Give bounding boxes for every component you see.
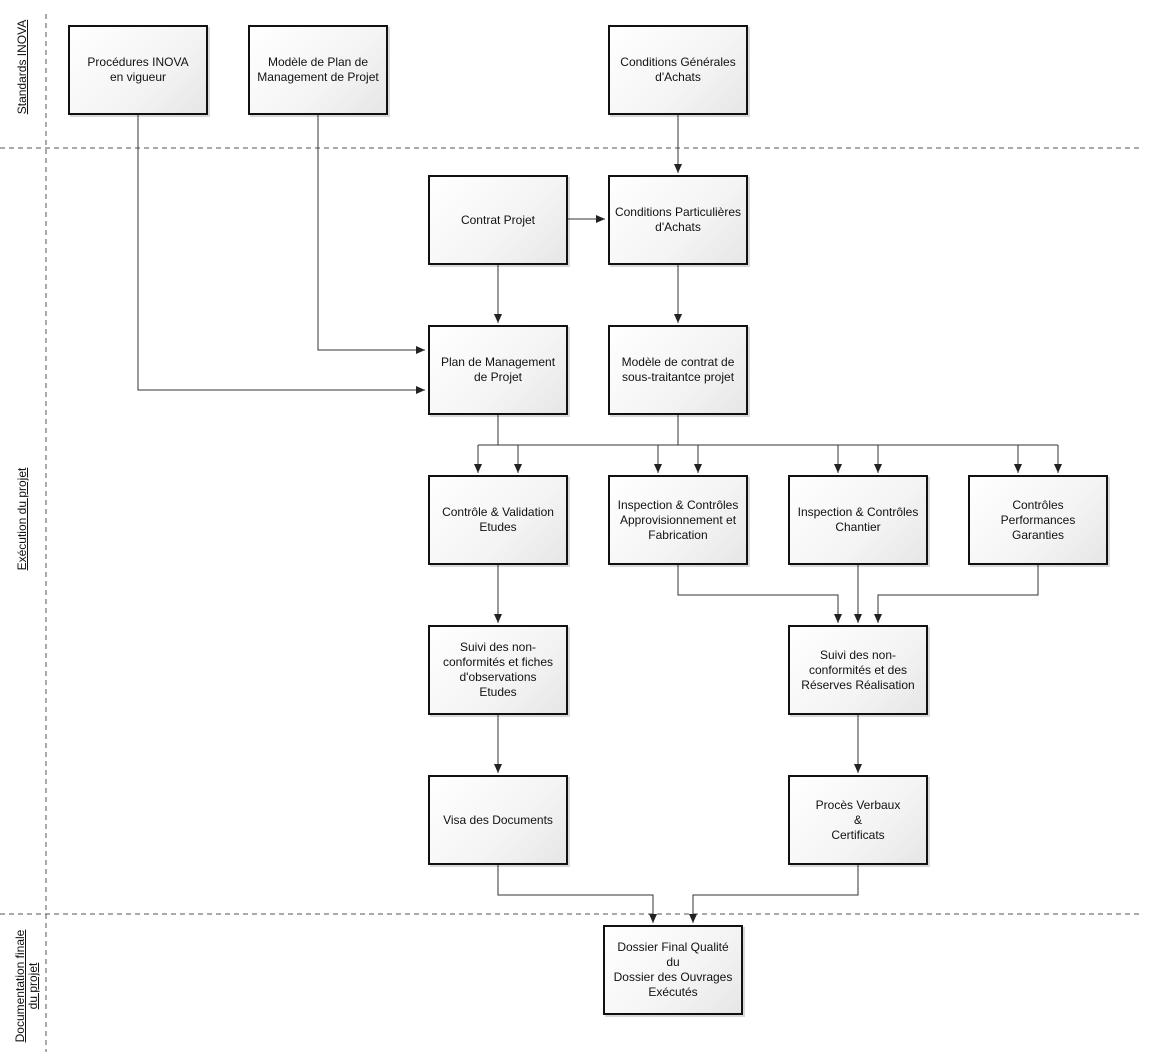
box-conditions-particulieres: Conditions Particulières d'Achats	[608, 175, 748, 265]
box-suivi-etudes: Suivi des non- conformités et fiches d'o…	[428, 625, 568, 715]
box-inspection-appro: Inspection & Contrôles Approvisionnement…	[608, 475, 748, 565]
box-controles-performances: Contrôles Performances Garanties	[968, 475, 1108, 565]
box-modele-contrat: Modèle de contrat de sous-traitantce pro…	[608, 325, 748, 415]
box-suivi-realisation: Suivi des non- conformités et des Réserv…	[788, 625, 928, 715]
box-modele-plan-management: Modèle de Plan de Management de Projet	[248, 25, 388, 115]
lane-label-documentation: Documentation finale du projet	[13, 929, 40, 1043]
box-controle-validation: Contrôle & Validation Etudes	[428, 475, 568, 565]
box-dossier-final: Dossier Final Qualité du Dossier des Ouv…	[603, 925, 743, 1015]
box-conditions-generales: Conditions Générales d'Achats	[608, 25, 748, 115]
lane-label-standards: Standards INOVA	[15, 19, 29, 115]
lane-label-execution: Exécution du projet	[15, 467, 29, 571]
box-inspection-chantier: Inspection & Contrôles Chantier	[788, 475, 928, 565]
box-contrat-projet: Contrat Projet	[428, 175, 568, 265]
lane-separators	[0, 14, 1142, 1052]
box-procedures-inova: Procédures INOVA en vigueur	[68, 25, 208, 115]
connectors	[137, 115, 1062, 923]
box-plan-management: Plan de Management de Projet	[428, 325, 568, 415]
box-proces-verbaux: Procès Verbaux & Certificats	[788, 775, 928, 865]
box-visa-documents: Visa des Documents	[428, 775, 568, 865]
